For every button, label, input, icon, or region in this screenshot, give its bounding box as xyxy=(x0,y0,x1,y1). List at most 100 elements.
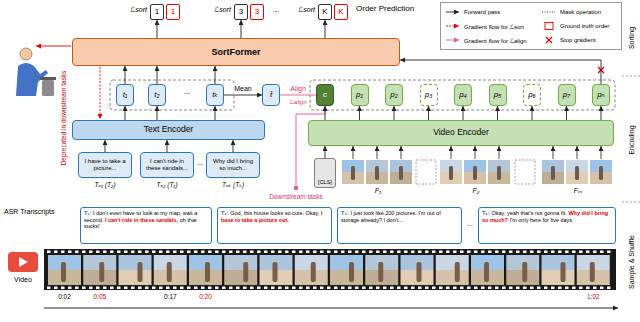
legend-text: Ground truth order xyxy=(560,23,609,29)
discard-arrow xyxy=(36,46,71,47)
sprocket-hole xyxy=(369,251,373,254)
legend-text: Stop gradient xyxy=(560,37,596,43)
sprocket-hole xyxy=(89,287,93,290)
sprocket-hole xyxy=(425,251,429,254)
transcript-text: I'm only here for five days. xyxy=(510,217,574,223)
connector xyxy=(566,106,567,120)
sprocket-hole xyxy=(411,251,415,254)
sprocket-hole xyxy=(68,287,72,290)
box-title: SortFormer xyxy=(211,47,260,57)
sprocket-hole xyxy=(390,251,394,254)
sprocket-hole xyxy=(341,251,345,254)
downstream-label: Downstream tasks xyxy=(269,193,322,200)
masked-frame xyxy=(515,160,535,184)
loss-label: ℒalign xyxy=(290,99,307,106)
sprocket-hole xyxy=(250,287,254,290)
sprocket-hole xyxy=(460,251,464,254)
stage-label: Sorting xyxy=(628,27,636,49)
sprocket-hole xyxy=(299,287,303,290)
token-label: t₁ xyxy=(123,90,128,99)
connector-label: Mean xyxy=(233,85,253,93)
sprocket-hole xyxy=(481,287,485,290)
legend-entry: Ground truth order xyxy=(541,22,609,30)
sprocket-hole xyxy=(236,287,240,290)
sprocket-hole xyxy=(460,287,464,290)
sprocket-hole xyxy=(586,251,590,254)
sprocket-hole xyxy=(544,251,548,254)
sprocket-hole xyxy=(467,287,471,290)
sampled-frames xyxy=(342,146,612,184)
sprocket-hole xyxy=(390,287,394,290)
frame-arrow xyxy=(451,146,452,159)
sprocket-hole xyxy=(159,287,163,290)
sprocket-hole xyxy=(250,251,254,254)
legend-sample xyxy=(541,22,557,30)
sprocket-hole xyxy=(306,287,310,290)
sprocket-hole xyxy=(327,251,331,254)
sprocket-hole xyxy=(166,287,170,290)
sprocket-hole xyxy=(82,251,86,254)
frame-figure xyxy=(167,262,172,282)
video-frame xyxy=(330,270,363,285)
frame-figure xyxy=(311,262,316,282)
sprocket-hole xyxy=(593,251,597,254)
sample-box xyxy=(545,23,553,30)
video-frame xyxy=(119,270,152,285)
sprocket-hole xyxy=(362,287,366,290)
sprocket-hole xyxy=(397,287,401,290)
stage-label: Encoding xyxy=(628,125,636,154)
sprocket-hole xyxy=(292,287,296,290)
video-frame xyxy=(542,255,575,270)
sprocket-hole xyxy=(446,251,450,254)
sprocket-hole xyxy=(383,251,387,254)
sprocket-hole xyxy=(187,287,191,290)
sprocket-hole xyxy=(145,287,149,290)
sprocket-hole xyxy=(152,251,156,254)
sprocket-hole xyxy=(565,287,569,290)
sprocket-hole xyxy=(425,287,429,290)
transcript-text: T₃: xyxy=(341,210,349,216)
sprocket-hole xyxy=(236,251,240,254)
sprocket-hole xyxy=(54,251,58,254)
video-frame xyxy=(119,255,152,270)
sprocket-hole xyxy=(432,251,436,254)
connector xyxy=(325,106,326,120)
text-feature-group xyxy=(110,80,234,110)
frame-figure xyxy=(375,166,379,180)
frame-figure xyxy=(522,262,527,282)
frame-arrow xyxy=(475,146,476,159)
legend-sample xyxy=(445,8,461,16)
loss-label: ℒsort xyxy=(130,6,147,14)
downstream-dot xyxy=(294,186,298,190)
sprocket-hole xyxy=(173,251,177,254)
sprocket-hole xyxy=(82,287,86,290)
token-label: p₃ xyxy=(425,90,433,99)
connector xyxy=(125,106,126,120)
connector xyxy=(532,106,533,120)
sprocket-hole xyxy=(474,251,478,254)
sprocket-hole xyxy=(257,251,261,254)
sprocket-hole xyxy=(397,251,401,254)
time-axis xyxy=(44,308,618,309)
text-input-box: I can't ride in these sandals... xyxy=(140,152,194,178)
transcript-text: T₁: xyxy=(84,210,91,216)
sprocket-hole xyxy=(509,251,513,254)
frame-arrow xyxy=(377,146,378,159)
sprocket-hole xyxy=(530,251,534,254)
transcript-box: T₃:I just took like 200 pictures. I'm ou… xyxy=(337,207,462,244)
frame-figure xyxy=(378,262,383,282)
sprocket-hole xyxy=(488,251,492,254)
sprocket-hole xyxy=(523,251,527,254)
sprocket-hole xyxy=(96,251,100,254)
sprocket-hole xyxy=(173,287,177,290)
connector xyxy=(394,106,395,120)
sprocket-hole xyxy=(103,251,107,254)
order-number-box: K xyxy=(318,4,332,20)
token-label: c xyxy=(323,90,327,99)
ellipsis: ... xyxy=(197,159,203,167)
heading-label: Order Prediction xyxy=(356,5,414,14)
video-label: Video xyxy=(14,276,32,284)
transcript-text: God, this house looks so cute. Okay, xyxy=(230,210,319,216)
sprocket-hole xyxy=(75,251,79,254)
